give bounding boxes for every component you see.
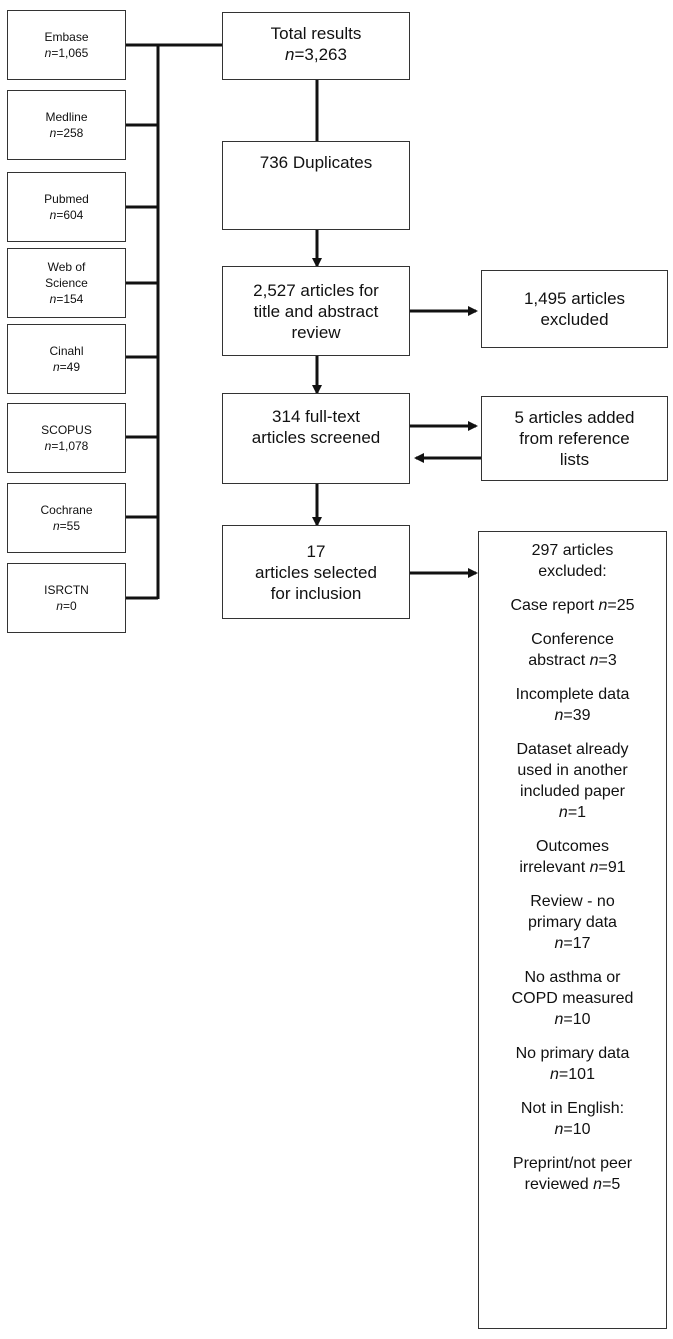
source-name: Medline	[45, 110, 88, 124]
n-symbol: n	[49, 126, 57, 140]
reason-count: =101	[558, 1066, 595, 1083]
total-results-label: Total results	[270, 24, 362, 43]
n-symbol: n	[554, 1121, 564, 1138]
source-box-medline: Medline n=258	[7, 90, 126, 160]
n-symbol: n	[285, 45, 295, 64]
reason-count: =39	[563, 707, 591, 724]
n-symbol: n	[593, 1176, 603, 1193]
total-results-count: =3,263	[294, 45, 347, 64]
selected-line: 17	[306, 541, 326, 561]
total-results-box: Total results n=3,263	[222, 12, 410, 80]
title-abstract-review-box: 2,527 articles for title and abstract re…	[222, 266, 410, 356]
fulltext-screened-box: 314 full-text articles screened	[222, 393, 410, 484]
source-count: 1,078	[58, 439, 89, 453]
selected-line: articles selected	[255, 562, 377, 582]
n-symbol: n	[52, 519, 60, 533]
duplicates-label: 736 Duplicates	[259, 153, 373, 172]
reason-count: =25	[607, 597, 635, 614]
source-box-cochrane: Cochrane n=55	[7, 483, 126, 553]
source-name: Web of Science	[45, 260, 88, 290]
exclusion-reason: Not in English:n=10	[520, 1100, 625, 1138]
selected-line: for inclusion	[270, 583, 362, 603]
source-box-cinahl: Cinahl n=49	[7, 324, 126, 394]
n-symbol: n	[558, 804, 568, 821]
n-symbol: n	[44, 46, 52, 60]
exclusion-reason: Case report n=25	[510, 597, 635, 614]
source-name: Cochrane	[40, 503, 93, 517]
reason-count: =10	[563, 1121, 591, 1138]
n-symbol: n	[44, 439, 52, 453]
added-line: 5 articles added	[514, 408, 635, 427]
reason-count: =17	[563, 935, 591, 952]
review-line: review	[291, 322, 341, 342]
source-box-pubmed: Pubmed n=604	[7, 172, 126, 242]
source-count: 258	[63, 126, 84, 140]
source-name: Embase	[44, 30, 89, 44]
source-count: 604	[63, 208, 84, 222]
excluded-heading: 297 articles excluded:	[531, 542, 614, 580]
n-symbol: n	[554, 1011, 564, 1028]
review-line: title and abstract	[253, 301, 379, 321]
n-symbol: n	[589, 652, 599, 669]
source-name: ISRCTN	[44, 583, 89, 597]
n-symbol: n	[598, 597, 608, 614]
reason-count: =91	[598, 859, 626, 876]
fulltext-line: 314 full-text	[272, 407, 360, 426]
n-symbol: n	[550, 1066, 559, 1083]
excluded-title-box: 1,495 articles excluded	[481, 270, 668, 348]
added-from-references-box: 5 articles added from reference lists	[481, 396, 668, 481]
source-name: SCOPUS	[41, 423, 92, 437]
added-line: lists	[559, 450, 590, 469]
added-line: from reference	[519, 429, 630, 448]
source-count: 49	[66, 360, 81, 374]
source-count: 1,065	[58, 46, 89, 60]
selected-for-inclusion-box: 17 articles selected for inclusion	[222, 525, 410, 619]
source-name: Pubmed	[44, 192, 89, 206]
fulltext-line: articles screened	[251, 428, 381, 447]
source-box-isrctn: ISRCTN n=0	[7, 563, 126, 633]
n-symbol: n	[554, 707, 564, 724]
source-box-embase: Embase n=1,065	[7, 10, 126, 80]
review-line: 2,527 articles for	[253, 280, 379, 300]
duplicates-box: 736 Duplicates	[222, 141, 410, 230]
source-count: 154	[63, 292, 84, 306]
n-symbol: n	[52, 360, 60, 374]
reason-count: =3	[598, 652, 617, 669]
source-box-scopus: SCOPUS n=1,078	[7, 403, 126, 473]
reason-count: =1	[567, 804, 587, 821]
n-symbol: n	[49, 292, 57, 306]
source-count: 55	[66, 519, 81, 533]
source-count: 0	[70, 599, 77, 613]
n-symbol: n	[589, 859, 599, 876]
reason-count: =10	[563, 1011, 591, 1028]
excluded-title-line: excluded	[540, 310, 609, 329]
reason-count: =5	[602, 1176, 621, 1193]
n-symbol: n	[554, 935, 564, 952]
n-symbol: n	[56, 599, 63, 613]
excluded-title-line: 1,495 articles	[523, 289, 626, 308]
n-symbol: n	[49, 208, 57, 222]
source-box-web-of-science: Web of Science n=154	[7, 248, 126, 318]
source-name: Cinahl	[49, 344, 84, 358]
